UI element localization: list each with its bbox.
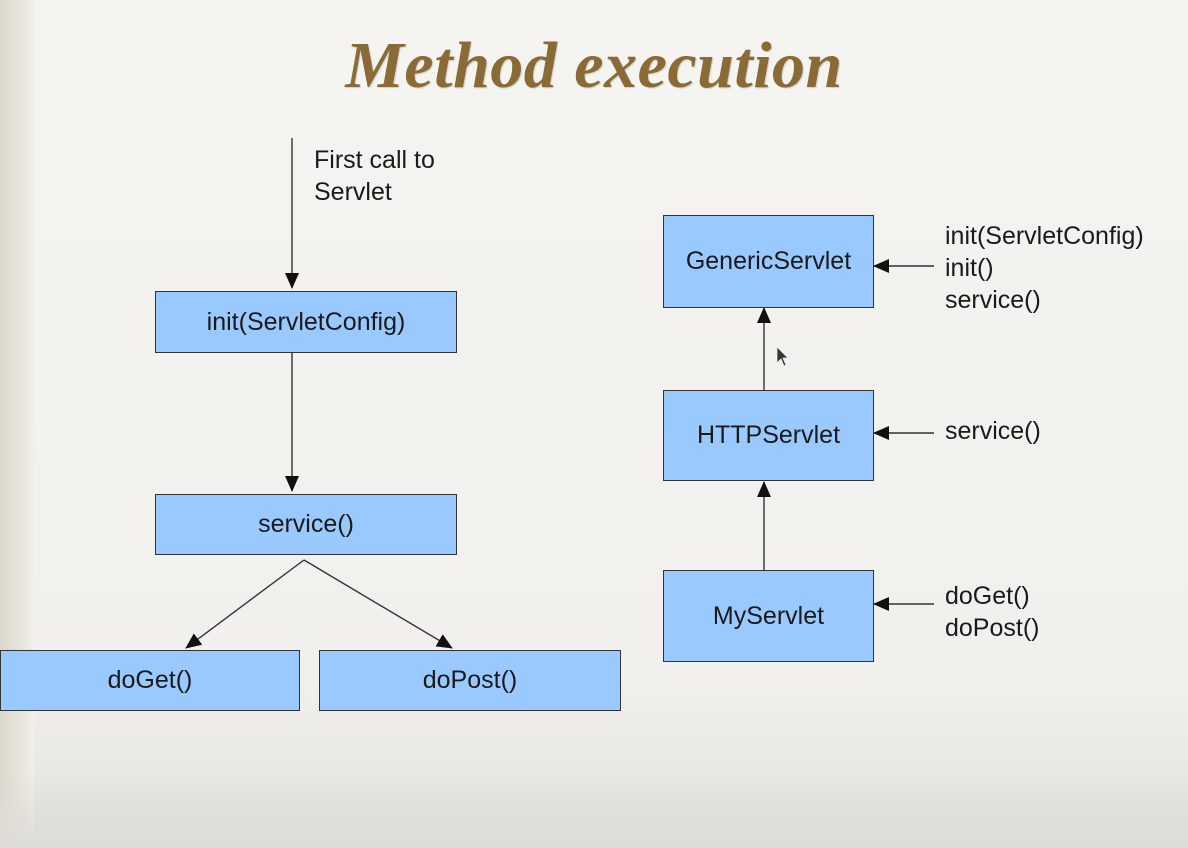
method-label: service() [945, 286, 1041, 314]
init-box: init(ServletConfig) [155, 291, 457, 353]
method-label: doGet() [945, 582, 1030, 610]
slide-bottom-fade [0, 770, 1188, 848]
mouse-cursor-icon [776, 346, 789, 367]
doget-box: doGet() [0, 650, 300, 711]
my-methods-list: doGet() doPost() [945, 580, 1039, 644]
arrow-service-to-dopost [303, 559, 453, 649]
generic-servlet-box: GenericServlet [663, 215, 874, 308]
dopost-box: doPost() [319, 650, 621, 711]
entry-label-line2: Servlet [314, 178, 392, 206]
method-label: init() [945, 254, 994, 282]
http-methods-list: service() [945, 415, 1041, 447]
entry-label-line1: First call to [314, 146, 435, 174]
method-label: doPost() [945, 614, 1040, 642]
entry-label: First call to Servlet [314, 144, 435, 208]
generic-methods-list: init(ServletConfig) init() service() [945, 220, 1144, 316]
slide-title: Method execution [345, 29, 843, 102]
arrow-service-to-doget [185, 559, 305, 649]
service-box: service() [155, 494, 457, 555]
method-label: init(ServletConfig) [945, 222, 1144, 250]
http-servlet-box: HTTPServlet [663, 390, 874, 481]
my-servlet-box: MyServlet [663, 570, 874, 662]
method-label: service() [945, 417, 1041, 445]
